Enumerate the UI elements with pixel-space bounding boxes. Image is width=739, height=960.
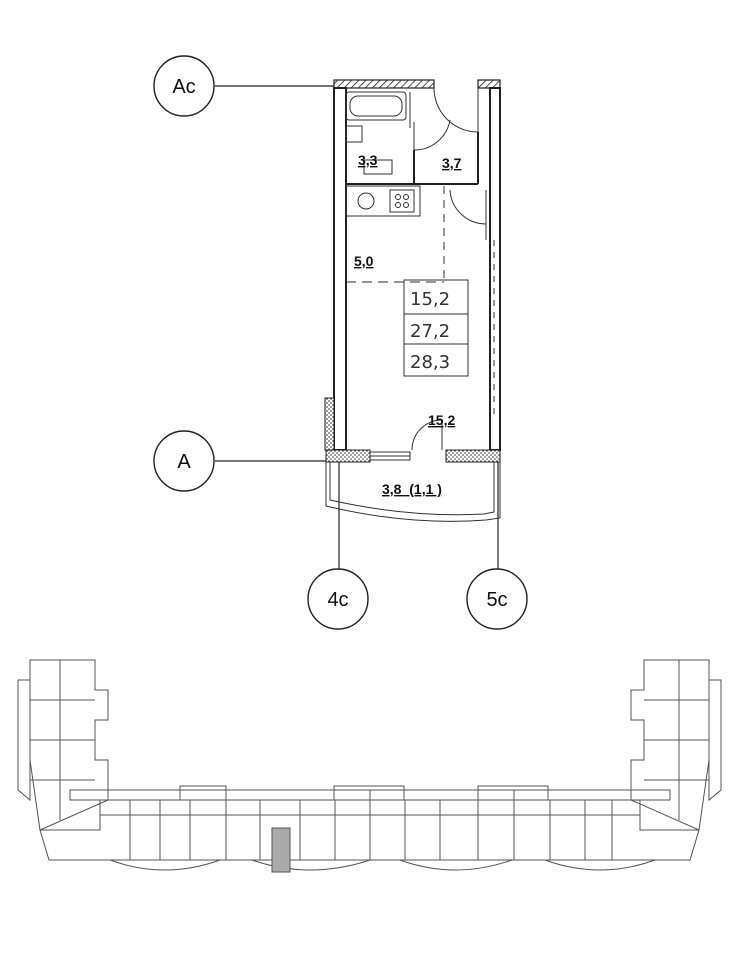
svg-text:4с: 4с [327, 589, 348, 611]
svg-text:5с: 5с [486, 589, 507, 611]
room-area-hall: 3,7 [442, 155, 462, 171]
area-living: 15,2 [410, 289, 450, 310]
area-total: 27,2 [410, 321, 450, 342]
svg-text:Ас: Ас [172, 76, 195, 98]
axis-bubble-5c: 5с [466, 568, 528, 630]
axis-bubble-ac: Ас [153, 55, 215, 117]
svg-text:А: А [177, 451, 191, 473]
building-key-plan [17, 659, 722, 873]
apartment-walls [324, 79, 501, 522]
area-table [403, 279, 469, 377]
axis-lines [215, 85, 499, 569]
area-total-with-balcony: 28,3 [410, 352, 450, 373]
room-area-balcony: 3,8 (1,1 ) [382, 481, 442, 497]
room-area-bathroom: 3,3 [358, 152, 378, 168]
room-area-living: 15,2 [428, 412, 455, 428]
highlighted-apartment [271, 827, 291, 873]
axis-bubble-a: А [153, 430, 215, 492]
room-area-kitchen: 5,0 [354, 253, 374, 269]
axis-bubble-4c: 4с [307, 568, 369, 630]
